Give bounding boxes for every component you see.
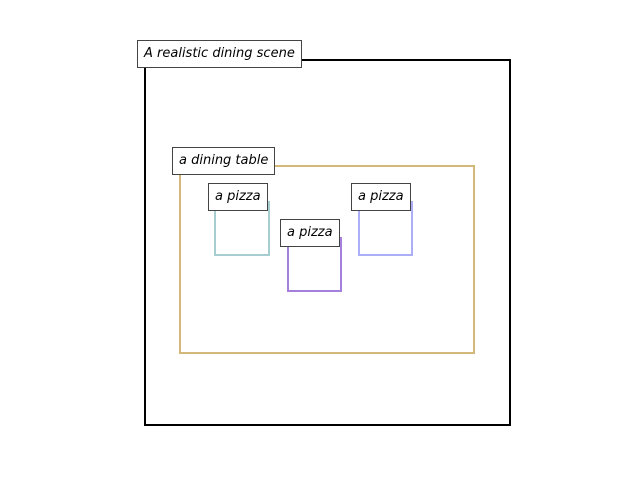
pizza-label-right: a pizza: [351, 183, 411, 211]
pizza-label-left: a pizza: [208, 183, 268, 211]
scene-label: A realistic dining scene: [137, 40, 302, 68]
pizza-label-center: a pizza: [280, 219, 340, 247]
scene-bounding-box: [144, 59, 511, 426]
dining-table-label: a dining table: [172, 147, 276, 175]
dining-table-bounding-box: [179, 165, 475, 354]
